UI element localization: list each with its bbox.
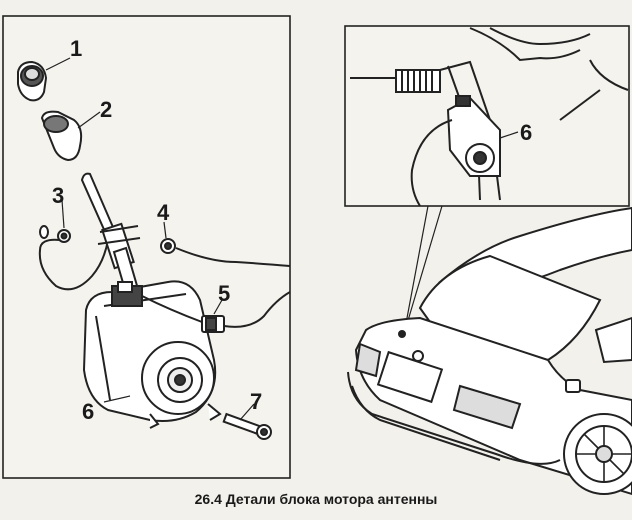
- callout-6: 6: [82, 399, 94, 424]
- leader-4: [163, 221, 167, 239]
- leader-1: [45, 57, 71, 71]
- part-3-nut: [38, 225, 109, 291]
- callout-6-inset: 6: [520, 120, 532, 145]
- leader-7: [239, 403, 255, 421]
- callout-7: 7: [250, 389, 262, 414]
- callout-2: 2: [100, 97, 112, 122]
- leader-2: [77, 111, 101, 129]
- leader-6-left: [103, 395, 131, 403]
- callout-3: 3: [52, 183, 64, 208]
- leader-5: [213, 299, 223, 315]
- part-5-plug: [141, 291, 291, 333]
- callout-5: 5: [218, 281, 230, 306]
- callout-4: 4: [157, 200, 170, 225]
- part-7-bolt: [222, 412, 272, 440]
- leader-3: [61, 199, 65, 229]
- motor-housing: [82, 280, 222, 429]
- callout-1: 1: [70, 36, 82, 61]
- part-2-sleeve: [40, 110, 83, 162]
- car-rear: [347, 206, 632, 496]
- part-1-cap: [17, 60, 48, 102]
- part-4-connector: [160, 238, 291, 267]
- detail-inset: 6: [344, 25, 630, 207]
- left-panel: 1 2 3 4 5 6 7: [2, 15, 291, 479]
- figure-caption: 26.4 Детали блока мотора антенны: [194, 491, 438, 507]
- leader-6-right: [499, 131, 519, 139]
